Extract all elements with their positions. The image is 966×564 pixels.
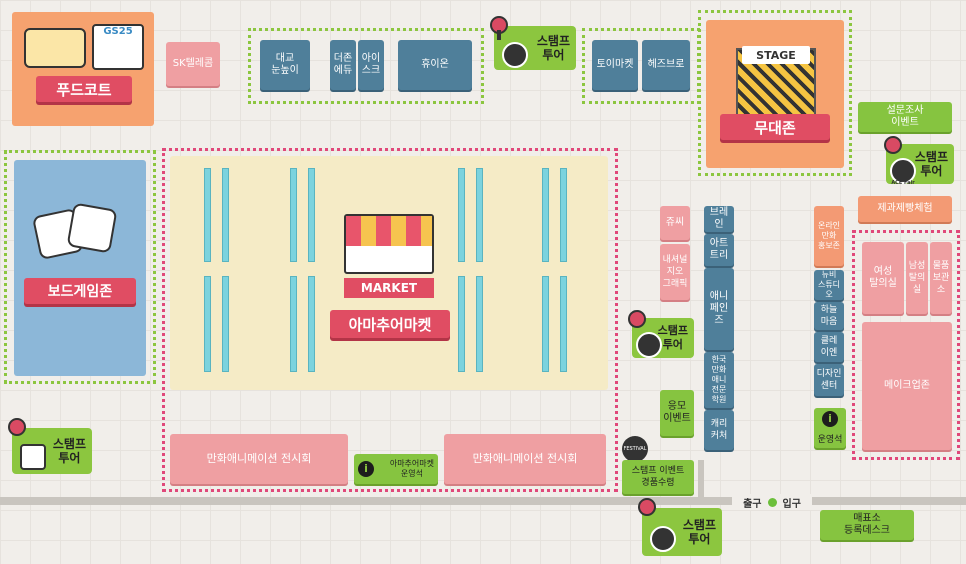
festival-badge-icon: FESTIVAL: [622, 436, 648, 462]
booth-online-comic[interactable]: 온라인 만화 홍보존: [814, 206, 844, 266]
stamp-disc-icon: [502, 42, 528, 68]
booth-sk-telecom[interactable]: SK텔레콤: [166, 42, 220, 86]
booth-toy-market[interactable]: 토이마켓: [592, 40, 638, 90]
booth-ticket[interactable]: 매표소 등록데스크: [820, 510, 914, 540]
right-area: [852, 230, 960, 460]
dice-stamp-icon: [20, 444, 46, 470]
market-shelf: [204, 276, 211, 372]
exit-entrance-marker: 출구 입구: [732, 494, 812, 510]
booth-iask[interactable]: 아이 스크: [358, 40, 384, 90]
stall-awning: [346, 216, 432, 246]
booth-art-tree[interactable]: 아트 트리: [704, 234, 734, 266]
amateur-info-label: 아마추어마켓 운영석: [389, 459, 434, 478]
stage-area: [698, 10, 852, 176]
board-game-zone[interactable]: [14, 160, 146, 376]
info-icon: i: [358, 461, 374, 477]
market-shelf: [542, 276, 549, 372]
camera-stamp-icon: [650, 526, 676, 552]
booth-jusi[interactable]: 쥬씨: [660, 206, 690, 240]
booth-comic-exhibit-1[interactable]: 만화애니메이션 전시회: [170, 434, 348, 484]
walkway-stem: [698, 460, 704, 500]
entrance-label: 입구: [782, 498, 801, 510]
stamp-tour-entrance[interactable]: 스탬프 투어: [638, 498, 722, 556]
market-shelf: [458, 276, 465, 372]
market-shelf: [308, 168, 315, 262]
stamp-tour-middle[interactable]: 스탬프 투어: [628, 310, 694, 358]
stamp-tour-label: 스탬프 투어: [52, 437, 86, 465]
entrance-dot-icon: [767, 497, 777, 507]
booth-univ[interactable]: 대교 눈높이: [260, 40, 310, 90]
stamp-tour-left[interactable]: 스탬프 투어: [8, 418, 92, 474]
market-shelf: [560, 168, 567, 262]
board-game-label: 보드게임존: [15, 278, 145, 310]
booth-design-center[interactable]: 디자인 센터: [814, 364, 844, 396]
ace-badge-icon: [890, 158, 916, 184]
market-shelf: [458, 168, 465, 262]
booth-the-zone[interactable]: 더존 에듀: [330, 40, 356, 90]
market-shelf: [308, 276, 315, 372]
market-shelf: [222, 168, 229, 262]
booth-bakery[interactable]: 제과제빵체험: [858, 196, 952, 222]
booth-survey[interactable]: 설문조사 이벤트: [858, 102, 952, 132]
booth-stamp-prize[interactable]: 스탬프 이벤트 경품수령: [622, 460, 694, 494]
stamp-tour-label: 스탬프 투어: [682, 518, 716, 546]
booth-hyuon[interactable]: 휴이온: [398, 40, 472, 90]
market-sign: MARKET: [344, 278, 434, 298]
market-shelf: [290, 276, 297, 372]
board-game-area: [4, 150, 156, 384]
booth-heads-bro[interactable]: 헤즈브로: [642, 40, 690, 90]
market-shelf: [542, 168, 549, 262]
booth-newbie[interactable]: 뉴비 스튜디오: [814, 270, 844, 300]
stamp-tour-label: 스탬프 투어: [914, 150, 948, 178]
makeup-zone[interactable]: 메이크업존: [862, 322, 952, 450]
market-shelf: [560, 276, 567, 372]
exit-label: 출구: [743, 498, 762, 510]
stamp-handle-icon: [638, 498, 656, 516]
booth-amateur-info[interactable]: i 아마추어마켓 운영석: [354, 454, 438, 484]
market-stall-icon: [344, 214, 434, 274]
food-truck-icon: [24, 28, 86, 68]
stamp-tour-right[interactable]: ACE Fair 스탬프 투어: [884, 136, 954, 186]
stamp-stick-icon: [497, 30, 501, 40]
info-desk-label: 운영석: [817, 435, 843, 445]
booth-brain[interactable]: 브레인: [704, 206, 734, 232]
stamp-handle-icon: [8, 418, 26, 436]
stamp-tour-label: 스탬프 투어: [536, 34, 570, 62]
gs25-store-icon: GS25: [92, 24, 144, 70]
booth-haneul[interactable]: 하늘 마음: [814, 302, 844, 330]
amateur-market-label: 아마추어마켓: [321, 310, 459, 344]
booth-korea-comic[interactable]: 한국 만화 애니 전문 학원: [704, 352, 734, 408]
booth-clay[interactable]: 클레 이엔: [814, 332, 844, 362]
stage-zone-label: 무대존: [711, 114, 839, 146]
booth-info-desk[interactable]: i 운영석: [814, 408, 846, 448]
booth-ani-paints[interactable]: 애니 페인즈: [704, 268, 734, 350]
festival-badge-text: FESTIVAL: [623, 446, 647, 452]
food-court-label: 푸드코트: [27, 76, 141, 108]
booth-designer-graphic[interactable]: 내셔널 지오 그래픽: [660, 244, 690, 300]
booth-cherry[interactable]: 캐리 커처: [704, 410, 734, 450]
market-shelf: [222, 276, 229, 372]
info-icon: i: [822, 411, 838, 427]
top-booth-area: [248, 28, 484, 104]
market-shelf: [204, 168, 211, 262]
stamp-tour-top[interactable]: 스탬프 투어: [490, 16, 576, 70]
walkway: [0, 497, 966, 505]
booth-storage[interactable]: 물품 보관소: [930, 242, 952, 314]
market-shelf: [290, 168, 297, 262]
stamp-handle-icon: [884, 136, 902, 154]
stage-sign: STAGE: [742, 46, 810, 64]
market-shelf: [476, 276, 483, 372]
booth-comic-exhibit-2[interactable]: 만화애니메이션 전시회: [444, 434, 606, 484]
gs25-sign: GS25: [103, 26, 133, 37]
dice-icon: [66, 202, 118, 254]
booth-female-room[interactable]: 여성 탈의실: [862, 242, 904, 314]
ace-badge-text: ACE Fair: [891, 180, 915, 186]
market-area: [162, 148, 618, 492]
booth-male-room[interactable]: 남성 탈의실: [906, 242, 928, 314]
market-shelf: [476, 168, 483, 262]
stamp-handle-icon: [628, 310, 646, 328]
stamp-tour-label: 스탬프 투어: [657, 324, 688, 351]
stamp-disc-icon: [636, 332, 662, 358]
booth-event-apply[interactable]: 응모 이벤트: [660, 390, 694, 436]
